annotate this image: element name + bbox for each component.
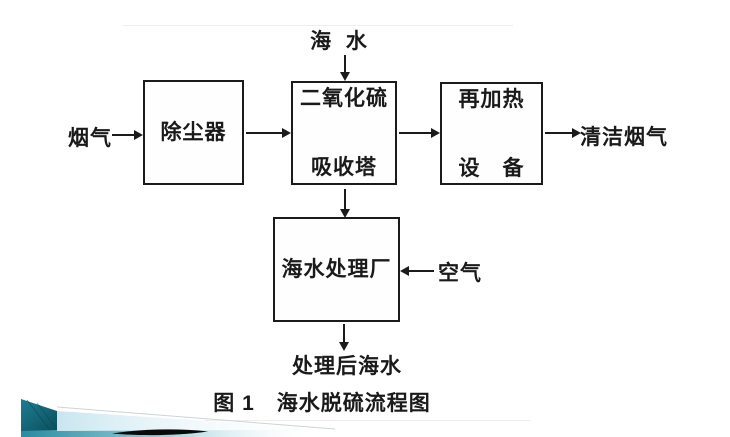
deco-pale-wedge bbox=[57, 411, 330, 431]
box-dust-remover: 除尘器 bbox=[143, 80, 244, 185]
deco-black-swoosh bbox=[112, 429, 208, 436]
arrow-air-to-treatment bbox=[400, 266, 434, 276]
scan-edge-top bbox=[123, 25, 513, 26]
label-flue-gas: 烟气 bbox=[68, 127, 112, 150]
box-so2-absorber-line1: 二氧化硫 bbox=[300, 87, 388, 110]
box-so2-absorber: 二氧化硫 吸收塔 bbox=[291, 81, 397, 185]
arrow-reheater-to-clean-gas bbox=[545, 128, 581, 138]
label-air: 空气 bbox=[438, 262, 482, 285]
arrow-absorber-to-treatment bbox=[340, 189, 350, 218]
box-seawater-treatment: 海水处理厂 bbox=[273, 217, 400, 322]
box-reheater: 再加热 设 备 bbox=[440, 82, 543, 185]
box-so2-absorber-line2: 吸收塔 bbox=[311, 156, 377, 179]
deco-flag-hatch bbox=[36, 402, 57, 429]
deco-flag-hatch bbox=[26, 399, 51, 431]
arrow-treatment-to-treated-water bbox=[339, 324, 349, 351]
box-reheater-line2: 设 备 bbox=[458, 156, 525, 180]
box-dust-remover-label: 除尘器 bbox=[160, 121, 227, 144]
box-seawater-treatment-label: 海水处理厂 bbox=[281, 258, 392, 281]
figure-caption: 图 1 海水脱硫流程图 bbox=[213, 392, 431, 415]
label-treated-sea-water: 处理后海水 bbox=[292, 355, 402, 378]
arrow-sea-water-to-absorber bbox=[340, 55, 350, 81]
label-sea-water: 海 水 bbox=[310, 30, 368, 53]
deco-diagonal-line bbox=[56, 406, 336, 430]
box-reheater-line1: 再加热 bbox=[458, 87, 525, 111]
slide-corner-decoration bbox=[21, 399, 336, 437]
arrow-flue-gas-to-dust-remover bbox=[112, 130, 143, 140]
scan-edge-bottom bbox=[205, 420, 530, 421]
label-clean-flue-gas: 清洁烟气 bbox=[580, 126, 668, 149]
arrow-absorber-to-reheater bbox=[399, 128, 440, 138]
arrow-dust-remover-to-absorber bbox=[246, 128, 291, 138]
